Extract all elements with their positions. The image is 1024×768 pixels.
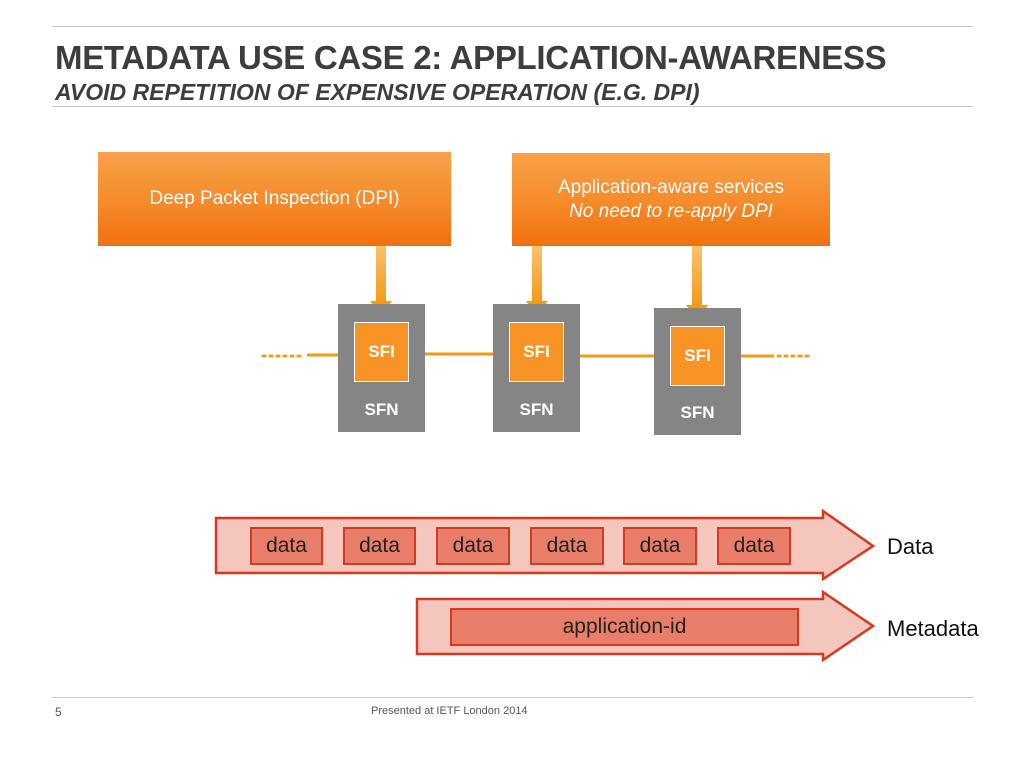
dpi-service-box: Deep Packet Inspection (DPI): [98, 152, 451, 246]
sfn-node-1: SFI SFN: [338, 304, 425, 432]
page-number: 5: [55, 705, 62, 719]
data-flow-label: Data: [887, 534, 934, 559]
footer-rule: [52, 697, 973, 698]
top-rule: [52, 26, 973, 27]
data-packet-6: data: [717, 527, 791, 565]
sfi-box-3: SFI: [670, 326, 725, 386]
sfn-label-1: SFN: [364, 400, 399, 419]
sfn-label-2: SFN: [519, 400, 554, 419]
sfi-box-2: SFI: [509, 322, 564, 382]
app-aware-service-label: Application-aware services: [558, 176, 784, 198]
sfi-box-1: SFI: [354, 322, 409, 382]
data-packet-2: data: [343, 527, 416, 565]
sfn-node-3: SFI SFN: [654, 308, 741, 435]
application-id-field: application-id: [450, 608, 799, 646]
app-aware-service-note: No need to re-apply DPI: [569, 200, 773, 222]
header-rule: [52, 106, 973, 107]
sfn-node-2: SFI SFN: [493, 304, 580, 432]
data-packet-4: data: [530, 527, 604, 565]
data-packet-3: data: [436, 527, 510, 565]
app-aware-service-box: Application-aware services No need to re…: [512, 153, 830, 246]
footer-note: Presented at IETF London 2014: [371, 705, 528, 717]
data-packet-1: data: [250, 527, 323, 565]
data-packet-5: data: [623, 527, 697, 565]
slide-title: METADATA USE CASE 2: APPLICATION-AWARENE…: [55, 39, 887, 76]
dpi-service-label: Deep Packet Inspection (DPI): [149, 188, 400, 209]
slide-subtitle: AVOID REPETITION OF EXPENSIVE OPERATION …: [55, 79, 700, 105]
sfn-label-3: SFN: [680, 403, 715, 422]
metadata-flow-label: Metadata: [887, 616, 979, 641]
